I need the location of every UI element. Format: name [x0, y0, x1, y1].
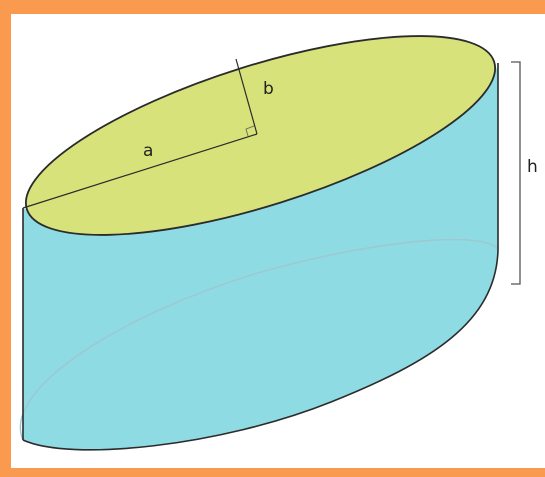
- bottom-hidden-edge: [19, 238, 499, 441]
- elliptic-cylinder-diagram: a b h: [19, 35, 538, 451]
- semi-axis-a-line: [22, 133, 258, 209]
- right-angle-marker: [245, 125, 255, 137]
- label-a: a: [143, 141, 153, 161]
- semi-axis-b-line: [235, 58, 258, 135]
- top-ellipse-face: [24, 35, 497, 236]
- figure-canvas: a b h: [11, 14, 545, 468]
- label-h: h: [527, 157, 538, 177]
- bottom-front-edge: [22, 249, 499, 451]
- height-bracket: [511, 61, 521, 285]
- label-b: b: [263, 79, 274, 99]
